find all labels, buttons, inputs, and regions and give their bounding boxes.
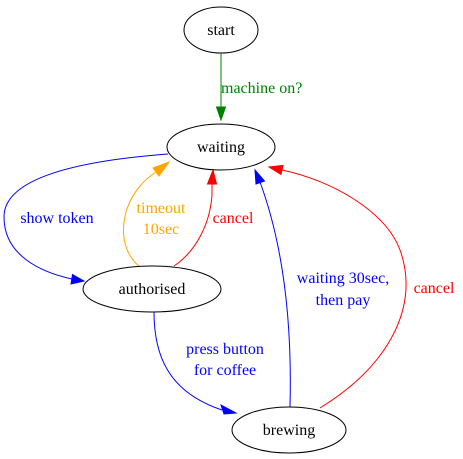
edge-authorised-brewing-line — [153, 311, 223, 411]
edge-waiting-authorised-label: show token — [20, 210, 93, 227]
edge-waiting-authorised-arrowhead — [70, 273, 86, 285]
edge-start-to-waiting: machine on? — [215, 53, 302, 122]
node-authorised[interactable]: authorised — [82, 265, 222, 313]
edge-authorised-to-waiting-timeout: timeout 10sec — [123, 160, 186, 268]
edge-authorised-brewing-label-line1: press button — [186, 341, 264, 358]
edge-waiting-authorised-line — [3, 153, 169, 280]
edge-brewing-cancel-label: cancel — [414, 280, 455, 297]
edge-brewing-pay-line — [259, 181, 291, 408]
node-authorised-label: authorised — [119, 281, 186, 298]
edge-authorised-to-brewing: press button for coffee — [153, 311, 264, 415]
edge-timeout-line — [123, 171, 157, 268]
node-waiting-label: waiting — [197, 139, 245, 156]
edge-timeout-arrowhead — [152, 160, 171, 177]
node-brewing-label: brewing — [263, 422, 315, 439]
edge-authorised-to-waiting-cancel: cancel — [173, 168, 254, 267]
edge-brewing-pay-arrowhead — [254, 168, 266, 185]
edge-start-waiting-label: machine on? — [221, 80, 302, 97]
node-start-shape — [183, 6, 259, 54]
edge-authorised-cancel-arrowhead — [206, 168, 218, 185]
edge-authorised-brewing-label-line2: for coffee — [194, 362, 256, 379]
edge-brewing-pay-label-line1: waiting 30sec, — [297, 270, 389, 287]
edge-brewing-cancel-arrowhead — [267, 164, 284, 176]
edge-timeout-label-line2: 10sec — [143, 221, 179, 238]
node-brewing-shape — [231, 406, 347, 454]
edge-authorised-cancel-label: cancel — [213, 210, 254, 227]
node-start[interactable]: start — [183, 6, 259, 54]
edge-brewing-to-waiting-pay: waiting 30sec, then pay — [254, 168, 389, 408]
edge-timeout-label-line1: timeout — [137, 200, 186, 217]
node-start-label: start — [207, 22, 235, 39]
edge-brewing-to-waiting-cancel: cancel — [267, 164, 455, 409]
node-waiting[interactable]: waiting — [166, 123, 276, 171]
node-waiting-shape — [166, 123, 276, 171]
edge-authorised-brewing-arrowhead — [220, 403, 238, 415]
edge-brewing-cancel-line — [281, 169, 407, 409]
edge-authorised-cancel-line — [173, 183, 213, 267]
edge-start-waiting-arrowhead — [215, 106, 227, 122]
node-authorised-shape — [82, 265, 222, 313]
edge-brewing-pay-label-line2: then pay — [316, 292, 371, 309]
node-brewing[interactable]: brewing — [231, 406, 347, 454]
edge-waiting-to-authorised: show token — [3, 153, 169, 285]
